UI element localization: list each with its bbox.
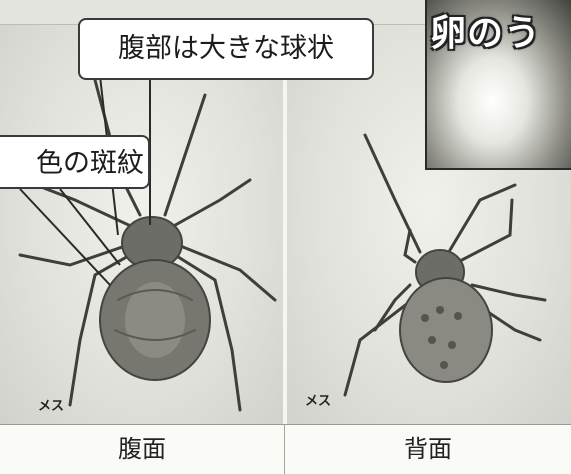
ventral-caption: 腹面 [118,435,166,463]
sex-label-ventral: メス [38,399,65,414]
caption-bar: 腹面 背面 [0,424,571,474]
ventral-spider [8,78,277,412]
dorsal-spider [343,133,547,397]
sex-label-dorsal: メス [305,394,332,409]
egg-sac-inset-photo [425,0,571,170]
abdomen-callout: 腹部は大きな球状 [78,18,374,80]
caption-separator [284,425,285,474]
dorsal-caption: 背面 [404,435,452,463]
photo-divider [283,24,287,473]
markings-callout: 色の斑紋 [0,135,150,189]
egg-sac-label: 卵のう [430,13,542,54]
